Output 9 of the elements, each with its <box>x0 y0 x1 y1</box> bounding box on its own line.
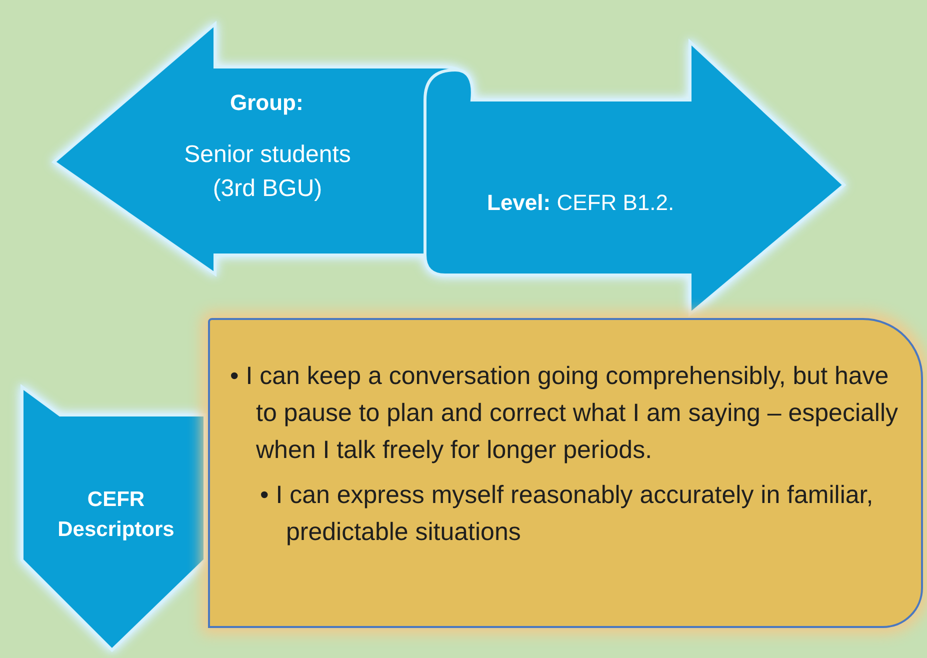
arrow-label: CEFR Descriptors <box>56 487 176 543</box>
down-arrow-shape <box>20 385 205 653</box>
arrow-text: Senior students (3rd BGU) <box>183 140 352 204</box>
arrow-heading: Group: <box>230 89 304 117</box>
bullet-text: • I can express myself reasonably accurately in familiar, predictable situations <box>260 480 874 548</box>
bullet-text: • I can keep a conversation going comprehensibly, but have to pause to plan and correct what I am saying – especially when I talk freely for longer periods. <box>230 361 900 466</box>
descriptor-box <box>208 318 923 628</box>
double-arrow-ribbon <box>50 20 848 316</box>
arrow-text: Level: CEFR B1.2. <box>487 189 674 217</box>
